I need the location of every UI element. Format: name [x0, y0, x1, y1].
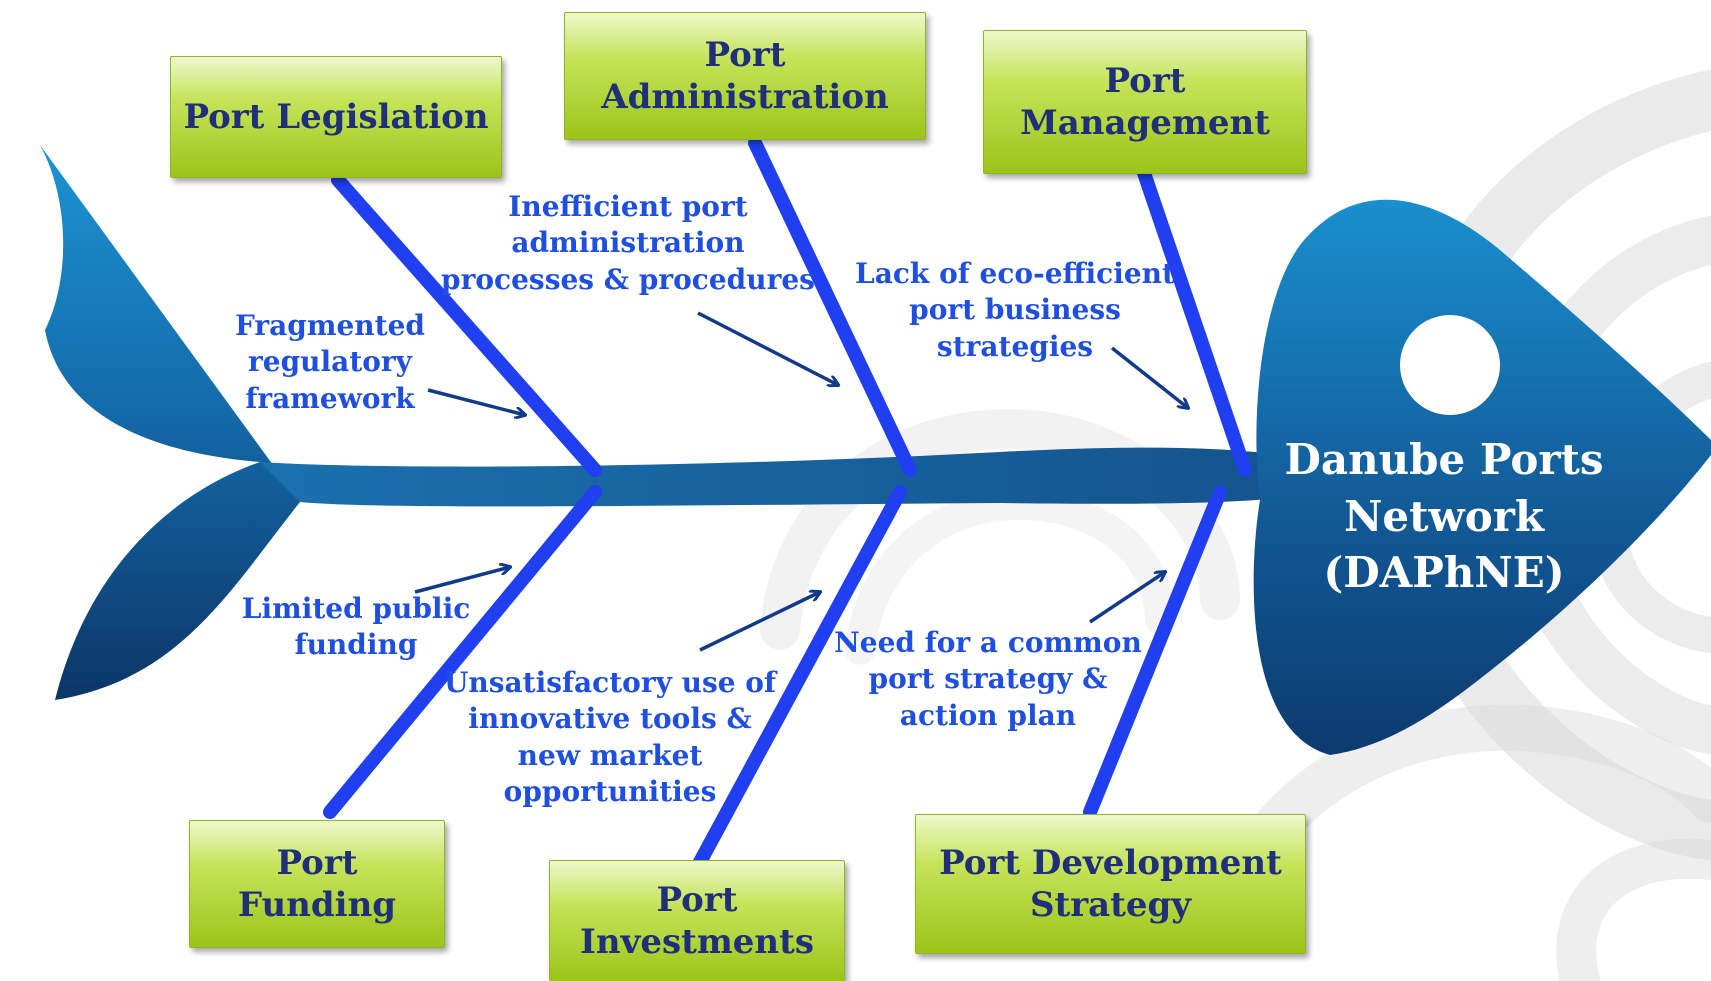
category-funding-line-1: Port	[276, 842, 358, 883]
cause-label-legislation: Fragmented regulatory framework	[235, 308, 425, 417]
bone-management	[1136, 163, 1252, 477]
effect-line-2: Network	[1344, 491, 1544, 541]
cause-arrows	[414, 311, 1188, 652]
bone-investments	[693, 485, 907, 869]
category-management-line-2: Management	[1020, 103, 1270, 143]
cause-development-line-3: action plan	[899, 698, 1077, 732]
effect-line-1: Danube Ports	[1284, 435, 1604, 484]
cause-investments-line-1: Unsatisfactory use of	[443, 666, 777, 699]
cause-funding-line-2: funding	[294, 628, 418, 662]
cause-administration-line-3: processes & procedures	[441, 262, 815, 296]
category-investments-line-2: Investments	[579, 922, 815, 962]
fish-tail	[40, 145, 300, 700]
category-box-investments: Port Investments	[549, 860, 845, 981]
arrow-administration	[697, 311, 838, 385]
category-management-line-1: Port	[1104, 60, 1186, 101]
category-box-legislation: Port Legislation	[170, 56, 502, 178]
cause-management-line-2: port business	[909, 293, 1121, 327]
arrow-investments	[699, 592, 820, 652]
arrow-legislation	[427, 388, 525, 415]
arrow-funding	[414, 567, 510, 594]
cause-label-funding: Limited public funding	[242, 591, 471, 664]
cause-management-line-1: Lack of eco-efficient	[855, 257, 1175, 290]
fish-head	[1253, 199, 1711, 755]
cause-label-administration: Inefficient port administration processe…	[441, 189, 815, 298]
category-development-line-1: Port Development	[939, 842, 1282, 883]
cause-development-line-1: Need for a common	[834, 626, 1142, 659]
category-box-funding: Port Funding	[189, 820, 445, 948]
cause-legislation-line-2: regulatory	[248, 345, 412, 379]
fish-spine	[260, 447, 1280, 507]
bone-legislation	[331, 173, 602, 477]
cause-development-line-2: port strategy &	[868, 662, 1108, 696]
category-funding-line-2: Funding	[237, 885, 397, 925]
category-legislation-line-1: Port Legislation	[183, 96, 489, 137]
cause-investments-line-4: opportunities	[503, 775, 717, 809]
category-development-line-2: Strategy	[1029, 885, 1192, 925]
category-box-management: Port Management	[983, 30, 1307, 174]
cause-label-management: Lack of eco-efficient port business stra…	[855, 256, 1175, 365]
category-box-administration: Port Administration	[564, 12, 926, 140]
bone-funding	[323, 485, 602, 819]
bone-administration	[748, 136, 917, 477]
cause-investments-line-2: innovative tools &	[468, 702, 752, 736]
cause-investments-line-3: new market	[517, 738, 703, 772]
cause-label-investments: Unsatisfactory use of innovative tools &…	[444, 665, 776, 811]
cause-administration-line-1: Inefficient port	[508, 190, 748, 223]
cause-administration-line-2: administration	[511, 226, 745, 260]
category-administration-line-1: Port	[704, 34, 786, 75]
effect-line-3: (DAPhNE)	[1323, 548, 1565, 598]
cause-label-development: Need for a common port strategy & action…	[834, 625, 1142, 734]
fish-bones	[323, 136, 1252, 869]
arrow-management	[1110, 346, 1188, 408]
effect-label: Danube Ports Network (DAPhNE)	[1284, 432, 1603, 602]
cause-legislation-line-1: Fragmented	[235, 309, 425, 342]
cause-management-line-3: strategies	[936, 329, 1094, 363]
category-administration-line-2: Administration	[601, 77, 889, 117]
cause-funding-line-1: Limited public	[241, 592, 471, 625]
bone-development	[1083, 485, 1227, 819]
fish-eye	[1400, 315, 1500, 415]
category-investments-line-1: Port	[656, 879, 738, 920]
arrow-development	[1089, 572, 1165, 624]
category-box-development: Port Development Strategy	[915, 814, 1306, 954]
cause-legislation-line-3: framework	[245, 381, 415, 415]
